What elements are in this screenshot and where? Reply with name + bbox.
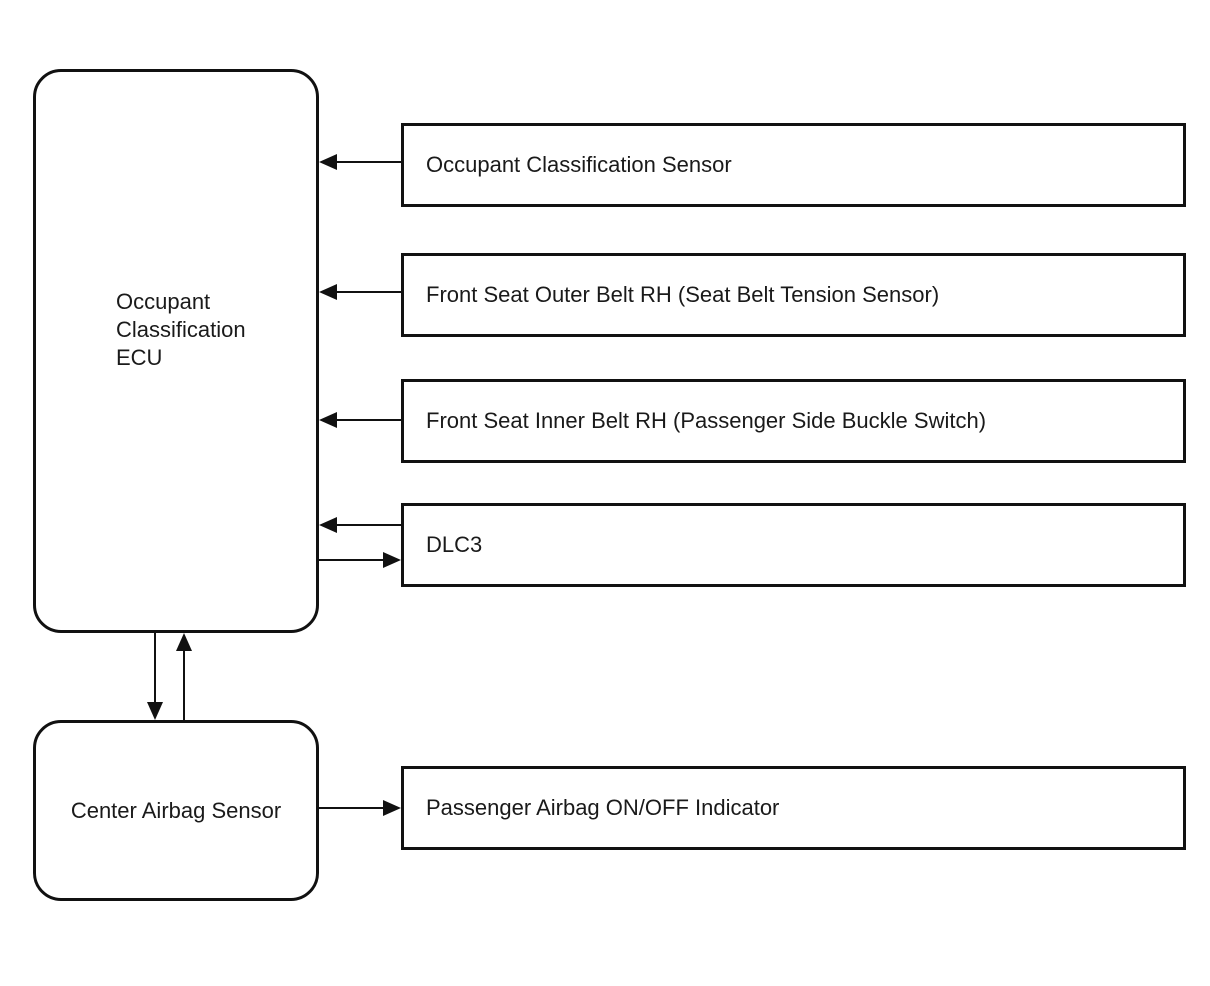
- arrow-center-airbag-sensor-to-indicator: [319, 800, 401, 816]
- arrow-center-airbag-sensor-to-ecu: [176, 633, 192, 720]
- node-label-dlc3: DLC3: [426, 532, 483, 557]
- node-passenger-airbag-indicator: Passenger Airbag ON/OFF Indicator: [401, 766, 1186, 850]
- node-front-seat-inner-belt-rh: Front Seat Inner Belt RH (Passenger Side…: [401, 379, 1186, 463]
- arrow-dlc3-to-ecu: [319, 517, 401, 533]
- arrow-ecu-to-center-airbag-sensor: [147, 633, 163, 720]
- node-label-passenger-airbag-indicator: Passenger Airbag ON/OFF Indicator: [426, 795, 780, 820]
- node-front-seat-outer-belt-rh: Front Seat Outer Belt RH (Seat Belt Tens…: [401, 253, 1186, 337]
- arrow-ecu-to-dlc3: [319, 552, 401, 568]
- node-label-front-seat-outer-belt-rh: Front Seat Outer Belt RH (Seat Belt Tens…: [426, 282, 940, 307]
- node-label-front-seat-inner-belt-rh: Front Seat Inner Belt RH (Passenger Side…: [426, 408, 987, 433]
- arrow-front-seat-inner-belt-to-ecu: [319, 412, 401, 428]
- node-dlc3: DLC3: [401, 503, 1186, 587]
- node-label-occupant-classification-sensor: Occupant Classification Sensor: [426, 152, 732, 177]
- arrow-front-seat-outer-belt-to-ecu: [319, 284, 401, 300]
- node-label-occupant-classification-ecu: Occupant Classification ECU: [116, 289, 246, 370]
- node-occupant-classification-ecu: Occupant Classification ECU: [33, 69, 319, 633]
- node-label-center-airbag-sensor: Center Airbag Sensor: [70, 797, 282, 823]
- node-center-airbag-sensor: Center Airbag Sensor: [33, 720, 319, 901]
- node-occupant-classification-sensor: Occupant Classification Sensor: [401, 123, 1186, 207]
- arrow-occupant-classification-sensor-to-ecu: [319, 154, 401, 170]
